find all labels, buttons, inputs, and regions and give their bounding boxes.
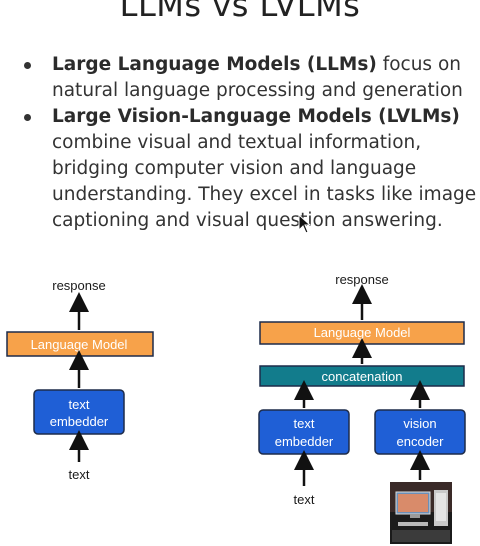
bullet-dot	[24, 114, 31, 121]
lvlm-language-model-label: Language Model	[314, 325, 411, 340]
lvlm-input-text-label: text	[294, 492, 315, 507]
architecture-diagram: response Language Model text embedder te…	[6, 272, 466, 544]
lvlm-vision-encoder-label: vision	[403, 416, 436, 431]
llm-text-embedder-label: text	[69, 397, 90, 412]
llm-response-label: response	[52, 278, 105, 293]
lvlm-text-embedder-label: embedder	[275, 434, 334, 449]
lvlm-vision-encoder-label: encoder	[397, 434, 445, 449]
bullet-line: combine visual and textual information,	[52, 132, 422, 153]
bullet-term-lvlm: Large Vision-Language Models (LVLMs)	[52, 106, 460, 127]
bullet-line: captioning and visual question answering…	[52, 210, 443, 231]
computer-image-icon	[390, 482, 452, 544]
llm-language-model-label: Language Model	[31, 337, 128, 352]
bullet-line: natural language processing and generati…	[52, 80, 463, 101]
bullet-line: bridging computer vision and language	[52, 158, 417, 179]
lvlm-concatenation-label: concatenation	[322, 369, 403, 384]
llm-text-embedder-label: embedder	[50, 414, 109, 429]
slide-title: LLMs vs LVLMs	[119, 0, 361, 24]
bullet-text: focus on	[376, 54, 461, 75]
bullet-line: understanding. They excel in tasks like …	[52, 184, 477, 205]
lvlm-response-label: response	[335, 272, 388, 287]
bullet-dot	[24, 62, 31, 69]
bullet-term-llm: Large Language Models (LLMs)	[52, 54, 377, 75]
bullet-lvlm: Large Vision-Language Models (LVLMs) com…	[24, 104, 480, 234]
bullet-list: Large Language Models (LLMs) focus on na…	[24, 52, 480, 234]
llm-diagram: response Language Model text embedder te…	[6, 278, 154, 482]
bullet-llm: Large Language Models (LLMs) focus on na…	[24, 52, 480, 104]
mouse-cursor-icon	[298, 214, 312, 234]
bullet-line: Large Language Models (LLMs) focus on	[52, 52, 480, 78]
lvlm-diagram: response Language Model concatenation te…	[258, 272, 466, 544]
llm-input-label: text	[69, 467, 90, 482]
lvlm-text-embedder-label: text	[294, 416, 315, 431]
